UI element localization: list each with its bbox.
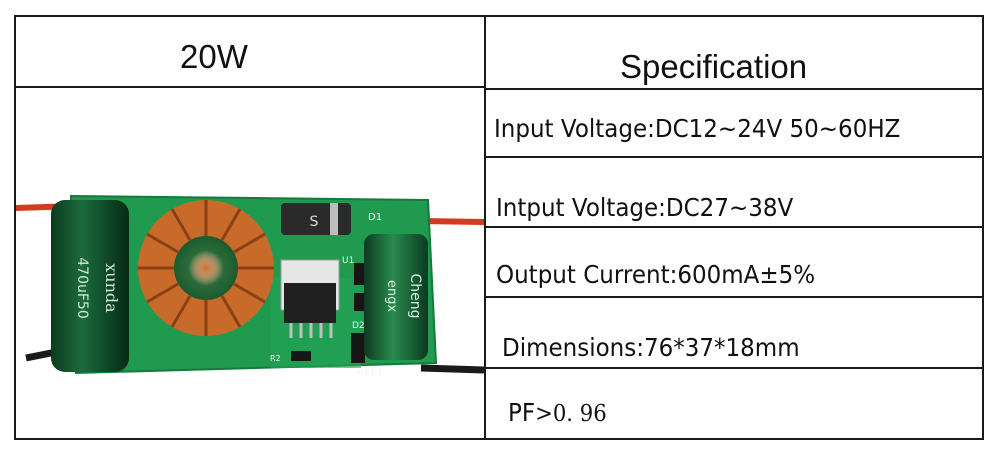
spec-value: >0. 96 (535, 401, 607, 427)
toroid-core (174, 236, 238, 300)
capacitor-left-text: 470uF50 (74, 257, 90, 318)
spec-value: DC12~24V 50~60HZ (654, 114, 901, 143)
row-divider-4 (484, 296, 984, 298)
row-divider-3 (484, 226, 984, 228)
row-divider-1 (484, 88, 984, 90)
spec-row-power-factor: PF>0. 96 (508, 398, 607, 427)
spec-value: DC27~38V (665, 193, 794, 222)
left-header-divider (14, 86, 485, 88)
spec-label: Output Current: (496, 260, 678, 289)
spec-value: 76*37*18mm (643, 333, 800, 362)
power-rating-header: 20W (180, 38, 248, 75)
smd-part (354, 263, 366, 285)
spec-value: 600mA±5% (677, 260, 816, 289)
capacitor-left (51, 200, 129, 372)
smd-diode-d2 (351, 333, 365, 363)
spec-row-dimensions: Dimensions:76*37*18mm (502, 333, 800, 362)
diode-band (330, 203, 338, 235)
led-driver-board-photo: 470uF50 xunda S D1 U1 D2 R2 R4 R3 (16, 194, 484, 377)
spec-label: Dimensions: (502, 333, 644, 362)
smd-resistor-r2 (291, 351, 311, 361)
row-divider-2 (484, 156, 984, 158)
silk-r4-r3: R4 R3 (358, 368, 382, 377)
spec-row-output-current: Output Current:600mA±5% (496, 260, 815, 289)
capacitor-right (364, 234, 428, 360)
spec-row-input-voltage: Input Voltage:DC12~24V 50~60HZ (494, 114, 900, 143)
diode-mark: S (310, 214, 319, 230)
capacitor-right-brand: engx (384, 280, 399, 312)
silk-r2: R2 (270, 354, 281, 363)
specification-header: Specification (620, 48, 808, 85)
toroid-windings (138, 200, 274, 336)
spec-label: Input Voltage: (494, 114, 655, 143)
ic-u1 (284, 283, 336, 323)
spec-label: Intput Voltage: (496, 193, 666, 222)
capacitor-left-brand: xunda (102, 263, 121, 313)
ic-pins (289, 323, 333, 338)
silk-u1: U1 (342, 256, 354, 266)
spec-row-intput-voltage: Intput Voltage:DC27~38V (496, 193, 793, 222)
capacitor-right-text: Cheng (407, 273, 423, 318)
red-wire-right (420, 218, 484, 225)
spec-label: PF (508, 398, 536, 427)
silk-d2: D2 (352, 321, 365, 331)
row-divider-5 (484, 367, 984, 369)
black-wire-right (420, 364, 484, 374)
silk-d1: D1 (368, 212, 382, 223)
smd-part (354, 293, 366, 311)
